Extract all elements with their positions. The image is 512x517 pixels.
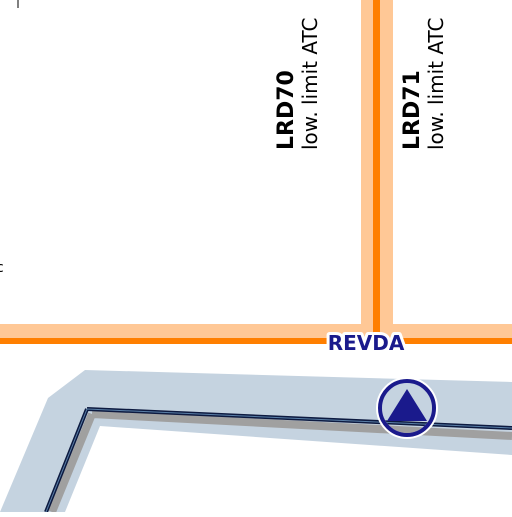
sector-id-lrd71: LRD71 xyxy=(400,70,425,150)
airspace-outer-band xyxy=(0,370,512,512)
airspace-border-inner xyxy=(45,408,512,513)
sector-label-lrd71[interactable]: LRD71 low. limit ATC xyxy=(400,17,448,150)
sector-boundaries xyxy=(0,0,512,344)
waypoint-revda[interactable]: REVDA REVDA xyxy=(325,328,438,439)
sector-note-lrd70: low. limit ATC xyxy=(298,17,322,150)
sector-id-lrd70: LRD70 xyxy=(274,70,299,150)
waypoint-label: REVDA xyxy=(328,331,405,355)
waypoint-label-halo: REVDA xyxy=(328,331,405,355)
waypoint-triangle-icon[interactable] xyxy=(376,377,438,439)
sector-note-lrd71: low. limit ATC xyxy=(424,17,448,150)
airspace-shadow-line xyxy=(48,410,512,514)
horizontal-boundary-line xyxy=(0,338,512,344)
left-edge-label-fragment: c xyxy=(0,260,4,276)
vertical-boundary-line xyxy=(373,0,380,344)
sector-label-lrd70[interactable]: LRD70 low. limit ATC xyxy=(274,17,322,150)
airspace-area[interactable] xyxy=(0,370,512,514)
